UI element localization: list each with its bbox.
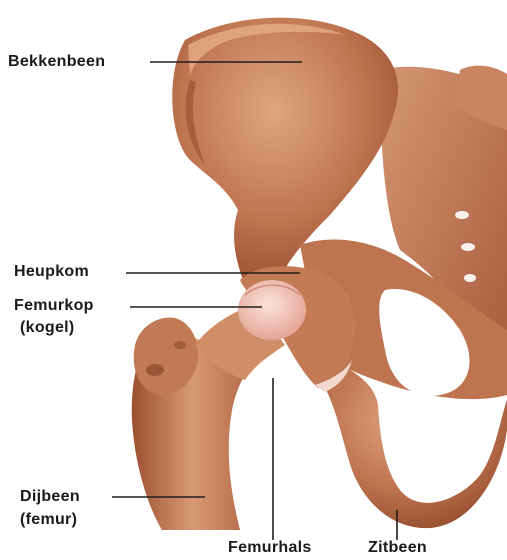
label-bekkenbeen: Bekkenbeen bbox=[8, 52, 105, 72]
label-dijbeen-sub: (femur) bbox=[20, 510, 77, 530]
label-dijbeen: Dijbeen bbox=[20, 487, 80, 507]
label-femurkop-sub: (kogel) bbox=[20, 318, 75, 338]
label-heupkom: Heupkom bbox=[14, 262, 89, 282]
femoral-head bbox=[238, 280, 306, 340]
label-femurhals: Femurhals bbox=[228, 538, 312, 558]
label-zitbeen: Zitbeen bbox=[368, 538, 427, 558]
label-femurkop: Femurkop bbox=[14, 296, 94, 316]
